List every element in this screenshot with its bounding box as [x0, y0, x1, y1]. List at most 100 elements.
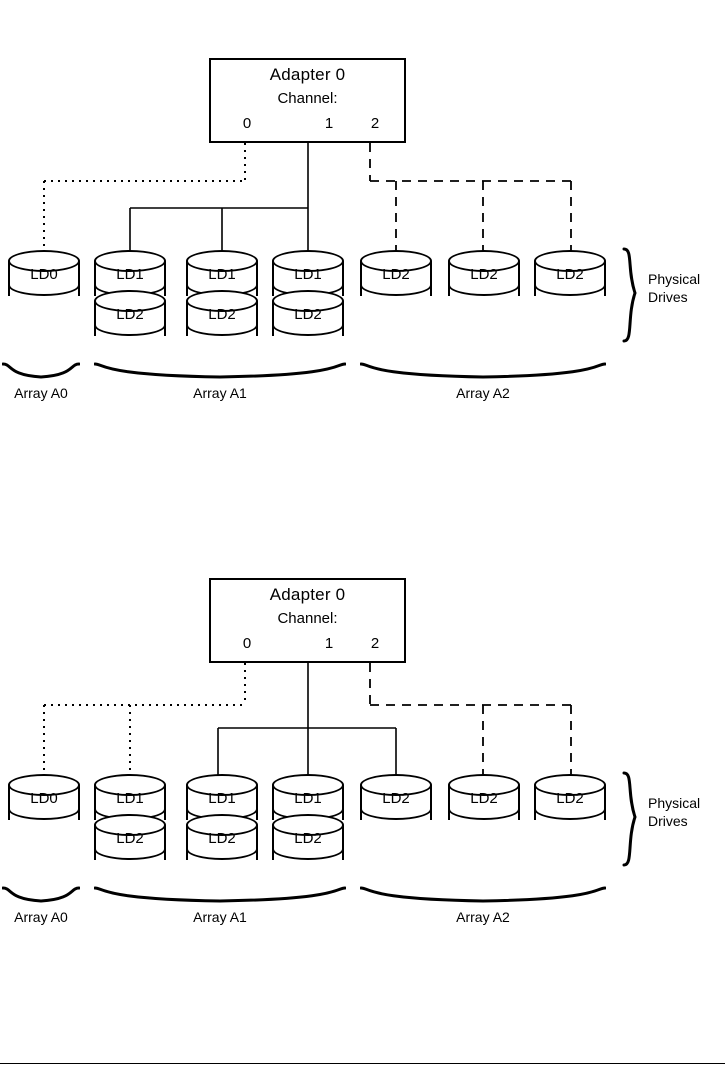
adapter-box: Adapter 0 Channel: 0 1 2 — [209, 58, 406, 143]
drive-label: LD2 — [294, 830, 322, 847]
drive-cylinder-segment-2: LD2 — [272, 290, 344, 336]
array-brace-a2 — [360, 362, 606, 379]
drive-cylinder-segment-2: LD2 — [94, 814, 166, 860]
drive-label: LD2 — [208, 830, 236, 847]
channel-number-0: 0 — [242, 115, 252, 132]
drive-label: LD2 — [382, 790, 410, 807]
drive-ld2-1: LD2 — [360, 250, 432, 296]
drive-cylinder-segment: LD0 — [8, 250, 80, 296]
drive-ld2-3: LD2 — [534, 774, 606, 820]
drive-cylinder-segment: LD2 — [448, 250, 520, 296]
array-brace-a2 — [360, 886, 606, 903]
drive-ld1-ld2-1: LD1 LD2 — [94, 774, 166, 860]
drive-label: LD2 — [470, 790, 498, 807]
raid-diagram-1: Adapter 0 Channel: 0 1 2 LD0 LD1 LD2 — [0, 0, 725, 470]
cylinder-top — [94, 250, 166, 272]
cylinder-top — [360, 250, 432, 272]
physical-drives-line-1: Physical — [648, 795, 701, 811]
drive-ld0: LD0 — [8, 774, 80, 820]
physical-drives-line-1: Physical — [648, 271, 701, 287]
array-label-a1: Array A1 — [193, 909, 247, 925]
drive-label: LD2 — [556, 266, 584, 283]
array-brace-a1 — [94, 362, 346, 379]
cylinder-top — [360, 774, 432, 796]
drive-label: LD2 — [470, 266, 498, 283]
drive-ld2-2: LD2 — [448, 774, 520, 820]
drive-ld1-ld2-3: LD1 LD2 — [272, 250, 344, 336]
adapter-title: Adapter 0 — [269, 585, 346, 604]
drive-cylinder-segment: LD2 — [360, 774, 432, 820]
cylinder-top — [272, 814, 344, 836]
physical-drives-label: Physical Drives — [648, 794, 700, 830]
physical-drives-line-2: Drives — [648, 813, 688, 829]
drive-label: LD0 — [30, 266, 58, 283]
page-bottom-rule — [0, 1063, 725, 1064]
physical-drives-label: Physical Drives — [648, 270, 700, 306]
cylinder-top — [186, 290, 258, 312]
cylinder-top — [94, 290, 166, 312]
physical-drives-line-2: Drives — [648, 289, 688, 305]
cylinder-top — [8, 774, 80, 796]
array-label-a2: Array A2 — [456, 909, 510, 925]
array-label-a2: Array A2 — [456, 385, 510, 401]
drive-ld0: LD0 — [8, 250, 80, 296]
drive-cylinder-segment: LD2 — [360, 250, 432, 296]
drive-ld2-1: LD2 — [360, 774, 432, 820]
channel-number-1: 1 — [324, 115, 334, 132]
drive-label: LD0 — [30, 790, 58, 807]
drive-label: LD1 — [116, 790, 144, 807]
array-brace-a1 — [94, 886, 346, 903]
channel-number-0: 0 — [242, 635, 252, 652]
drive-cylinder-segment-2: LD2 — [94, 290, 166, 336]
adapter-channel-numbers: 0 1 2 — [211, 115, 404, 137]
cylinder-top — [272, 774, 344, 796]
channel-number-1: 1 — [324, 635, 334, 652]
array-label-a1: Array A1 — [193, 385, 247, 401]
cylinder-top — [448, 250, 520, 272]
array-label-a0: Array A0 — [14, 385, 68, 401]
channel-0-wire — [43, 143, 246, 268]
cylinder-top — [534, 774, 606, 796]
cylinder-top — [272, 290, 344, 312]
drive-ld2-3: LD2 — [534, 250, 606, 296]
drive-cylinder-segment-2: LD2 — [272, 814, 344, 860]
array-label-a0: Array A0 — [14, 909, 68, 925]
drive-ld1-ld2-3: LD1 LD2 — [272, 774, 344, 860]
cylinder-top — [186, 774, 258, 796]
physical-drives-brace — [620, 771, 642, 872]
cylinder-top — [94, 814, 166, 836]
cylinder-top — [186, 814, 258, 836]
drive-label: LD1 — [208, 266, 236, 283]
cylinder-top — [448, 774, 520, 796]
drive-label: LD2 — [294, 306, 322, 323]
array-brace-a0 — [2, 886, 80, 903]
drive-label: LD1 — [294, 266, 322, 283]
drive-ld1-ld2-1: LD1 LD2 — [94, 250, 166, 336]
cylinder-top — [534, 250, 606, 272]
adapter-channel-label: Channel: — [277, 610, 338, 627]
drive-cylinder-segment-2: LD2 — [186, 814, 258, 860]
drive-ld1-ld2-2: LD1 LD2 — [186, 774, 258, 860]
cylinder-top — [94, 774, 166, 796]
drive-label: LD1 — [208, 790, 236, 807]
adapter-title: Adapter 0 — [269, 65, 346, 84]
drive-cylinder-segment: LD2 — [534, 250, 606, 296]
array-brace-a0 — [2, 362, 80, 379]
drive-label: LD2 — [116, 830, 144, 847]
drive-label: LD1 — [294, 790, 322, 807]
adapter-channel-numbers: 0 1 2 — [211, 635, 404, 657]
channel-number-2: 2 — [370, 115, 380, 132]
drive-label: LD2 — [556, 790, 584, 807]
drive-cylinder-segment-2: LD2 — [186, 290, 258, 336]
drive-ld2-2: LD2 — [448, 250, 520, 296]
adapter-box: Adapter 0 Channel: 0 1 2 — [209, 578, 406, 663]
drive-label: LD2 — [116, 306, 144, 323]
adapter-channel-label: Channel: — [277, 90, 338, 107]
cylinder-top — [186, 250, 258, 272]
drive-cylinder-segment: LD2 — [448, 774, 520, 820]
physical-drives-brace — [620, 247, 642, 348]
channel-2-wire — [369, 663, 572, 792]
raid-diagram-2: Adapter 0 Channel: 0 1 2 LD0 LD1 LD2 — [0, 530, 725, 1000]
channel-0-wire — [43, 663, 246, 792]
drive-cylinder-segment: LD1 — [94, 250, 166, 296]
